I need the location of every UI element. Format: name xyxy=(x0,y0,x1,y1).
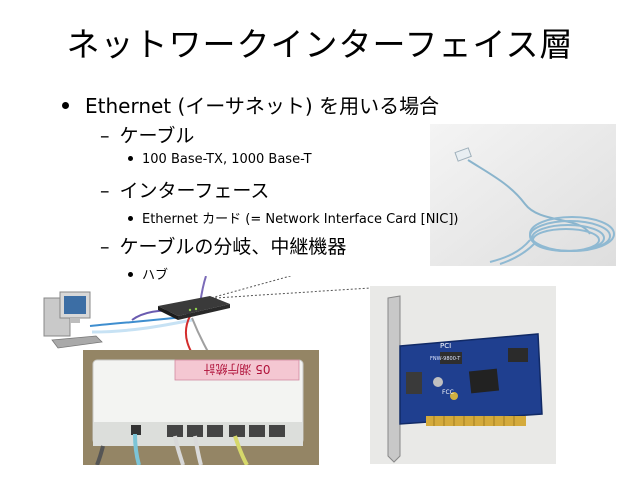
dash-marker: – xyxy=(100,125,110,147)
bullet-cable-types: 100 Base-TX, 1000 Base-T xyxy=(128,152,312,167)
bullet-nic: Ethernet カード (= Network Interface Card [… xyxy=(128,208,459,227)
bullet-dot xyxy=(128,216,133,221)
bullet-hub: ハブ xyxy=(128,264,168,283)
nic-model: FNW-9800-T xyxy=(430,356,461,362)
bullet-text: Ethernet (イーサネット) を用いる場合 xyxy=(85,94,440,118)
dash-marker: – xyxy=(100,180,110,202)
bullet-text: ケーブル xyxy=(119,125,195,147)
slide-title: ネットワークインターフェイス層 xyxy=(66,25,574,64)
cable-photo xyxy=(430,124,616,266)
bullet-branch: –ケーブルの分岐、中継機器 xyxy=(100,232,346,259)
hub-icon xyxy=(158,296,230,320)
hub-diagram xyxy=(40,235,436,367)
computer-icon xyxy=(43,291,103,349)
bullet-text: インターフェース xyxy=(119,180,270,202)
bullet-dot xyxy=(128,272,133,277)
nic-photo: PCI FNW-9800-T FCC xyxy=(370,286,556,464)
dash-marker: – xyxy=(100,236,110,258)
bullet-dot xyxy=(128,156,133,161)
bullet-interface: –インターフェース xyxy=(100,176,269,203)
nic-brand: PCI xyxy=(440,342,451,350)
hub-sticker-text: 05 湖庁統計 xyxy=(203,362,270,377)
bullet-text: 100 Base-TX, 1000 Base-T xyxy=(142,152,312,167)
bullet-dot xyxy=(62,102,69,109)
bullet-text: ハブ xyxy=(142,268,169,283)
nic-fcc: FCC xyxy=(442,389,454,396)
bullet-text: Ethernet カード (= Network Interface Card [… xyxy=(142,212,459,227)
hub-photo: 05 湖庁統計 xyxy=(83,350,319,466)
bullet-cable: –ケーブル xyxy=(100,121,194,148)
bullet-text: ケーブルの分岐、中継機器 xyxy=(119,236,347,258)
bullet-ethernet: Ethernet (イーサネット) を用いる場合 xyxy=(62,90,439,119)
